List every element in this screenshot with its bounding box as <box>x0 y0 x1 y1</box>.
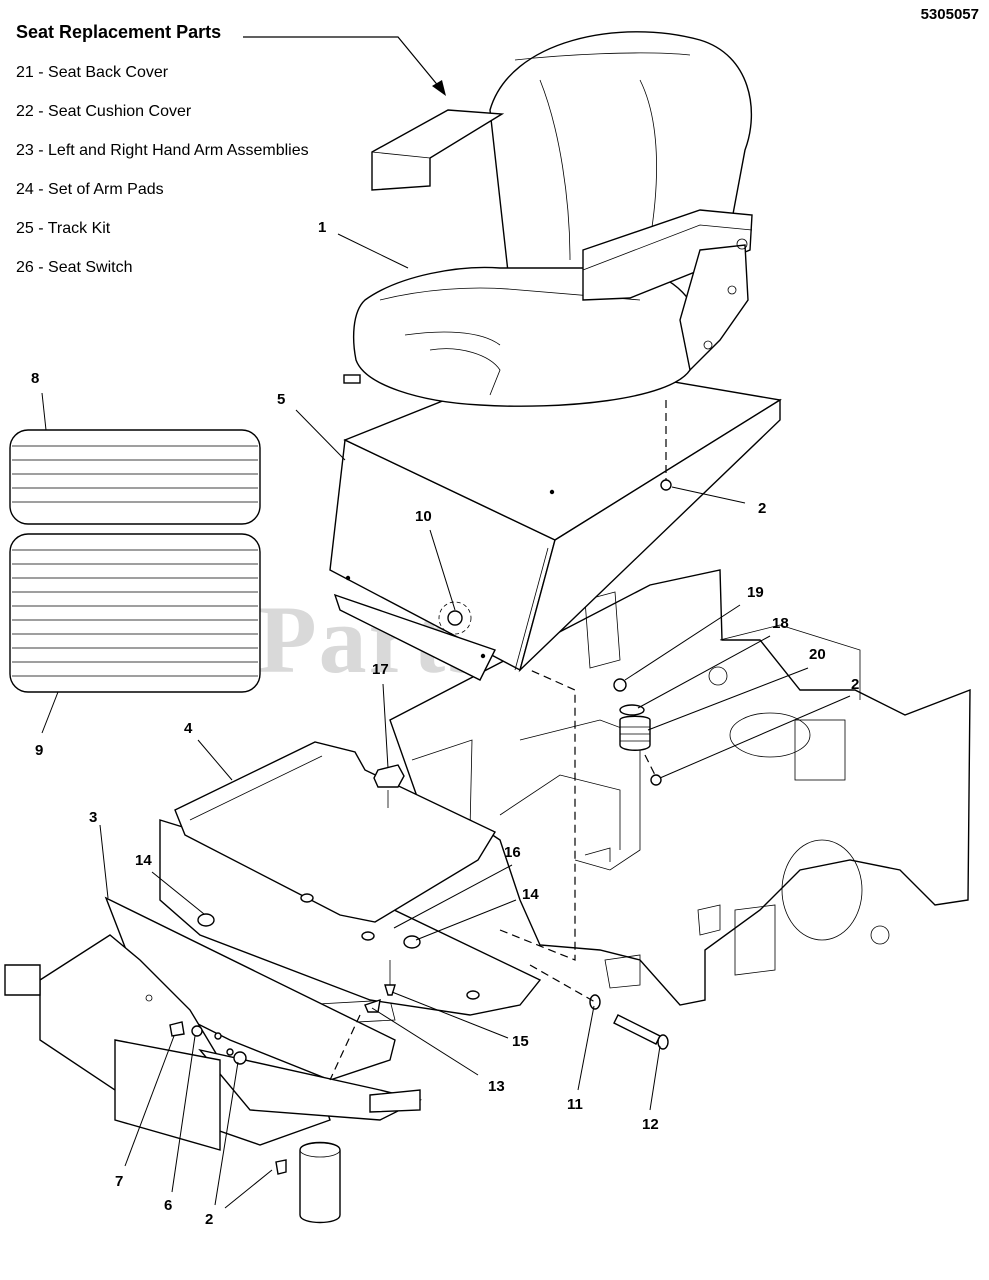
seat-pan-plate <box>174 741 497 923</box>
legend-pointer-arrow <box>243 36 446 96</box>
callout-label: 5 <box>277 391 285 408</box>
callout-label: 6 <box>164 1197 172 1214</box>
legend-item: 21 - Seat Back Cover <box>16 64 169 81</box>
decal-8 <box>9 429 261 525</box>
callout-label: 8 <box>31 370 39 387</box>
callout-label: 9 <box>35 742 43 759</box>
callout-label: 7 <box>115 1173 123 1190</box>
callout-label: 1 <box>318 219 326 236</box>
callout-label: 4 <box>184 720 193 737</box>
callout-label: 18 <box>772 615 789 632</box>
legend-item: 23 - Left and Right Hand Arm Assemblies <box>16 142 309 159</box>
callout-label: 16 <box>504 844 521 861</box>
callout-label: 12 <box>642 1116 659 1133</box>
decal-9 <box>9 533 261 693</box>
hardware-items <box>169 400 672 1175</box>
seat-assembly <box>343 31 753 407</box>
callout-label: 11 <box>567 1096 583 1113</box>
callout-label: 20 <box>809 646 826 663</box>
legend-list: 21 - Seat Back Cover 22 - Seat Cushion C… <box>16 64 309 298</box>
callout-labels: 1 2 2 2 3 4 5 6 7 8 9 10 11 12 13 14 14 … <box>31 219 859 1228</box>
callout-label: 3 <box>89 809 97 826</box>
callout-label: 2 <box>851 676 859 693</box>
callout-label: 14 <box>135 852 152 869</box>
chassis-frame <box>299 569 971 1026</box>
legend-item: 26 - Seat Switch <box>16 259 133 276</box>
legend-item: 25 - Track Kit <box>16 220 111 237</box>
leader-lines <box>41 233 851 1209</box>
callout-label: 2 <box>758 500 766 517</box>
seat-mount-frame <box>4 819 542 1224</box>
callout-label: 2 <box>205 1211 213 1228</box>
callout-label: 15 <box>512 1033 529 1050</box>
callout-label: 13 <box>488 1078 505 1095</box>
legend-item: 24 - Set of Arm Pads <box>16 181 164 198</box>
callout-label: 19 <box>747 584 764 601</box>
callout-label: 17 <box>372 661 389 678</box>
seat-base-box <box>329 359 782 681</box>
legend-item: 22 - Seat Cushion Cover <box>16 103 192 120</box>
legend-title: Seat Replacement Parts <box>16 22 222 42</box>
document-part-number: 5305057 <box>920 6 979 23</box>
callout-label: 10 <box>415 508 432 525</box>
callout-label: 14 <box>522 886 539 903</box>
